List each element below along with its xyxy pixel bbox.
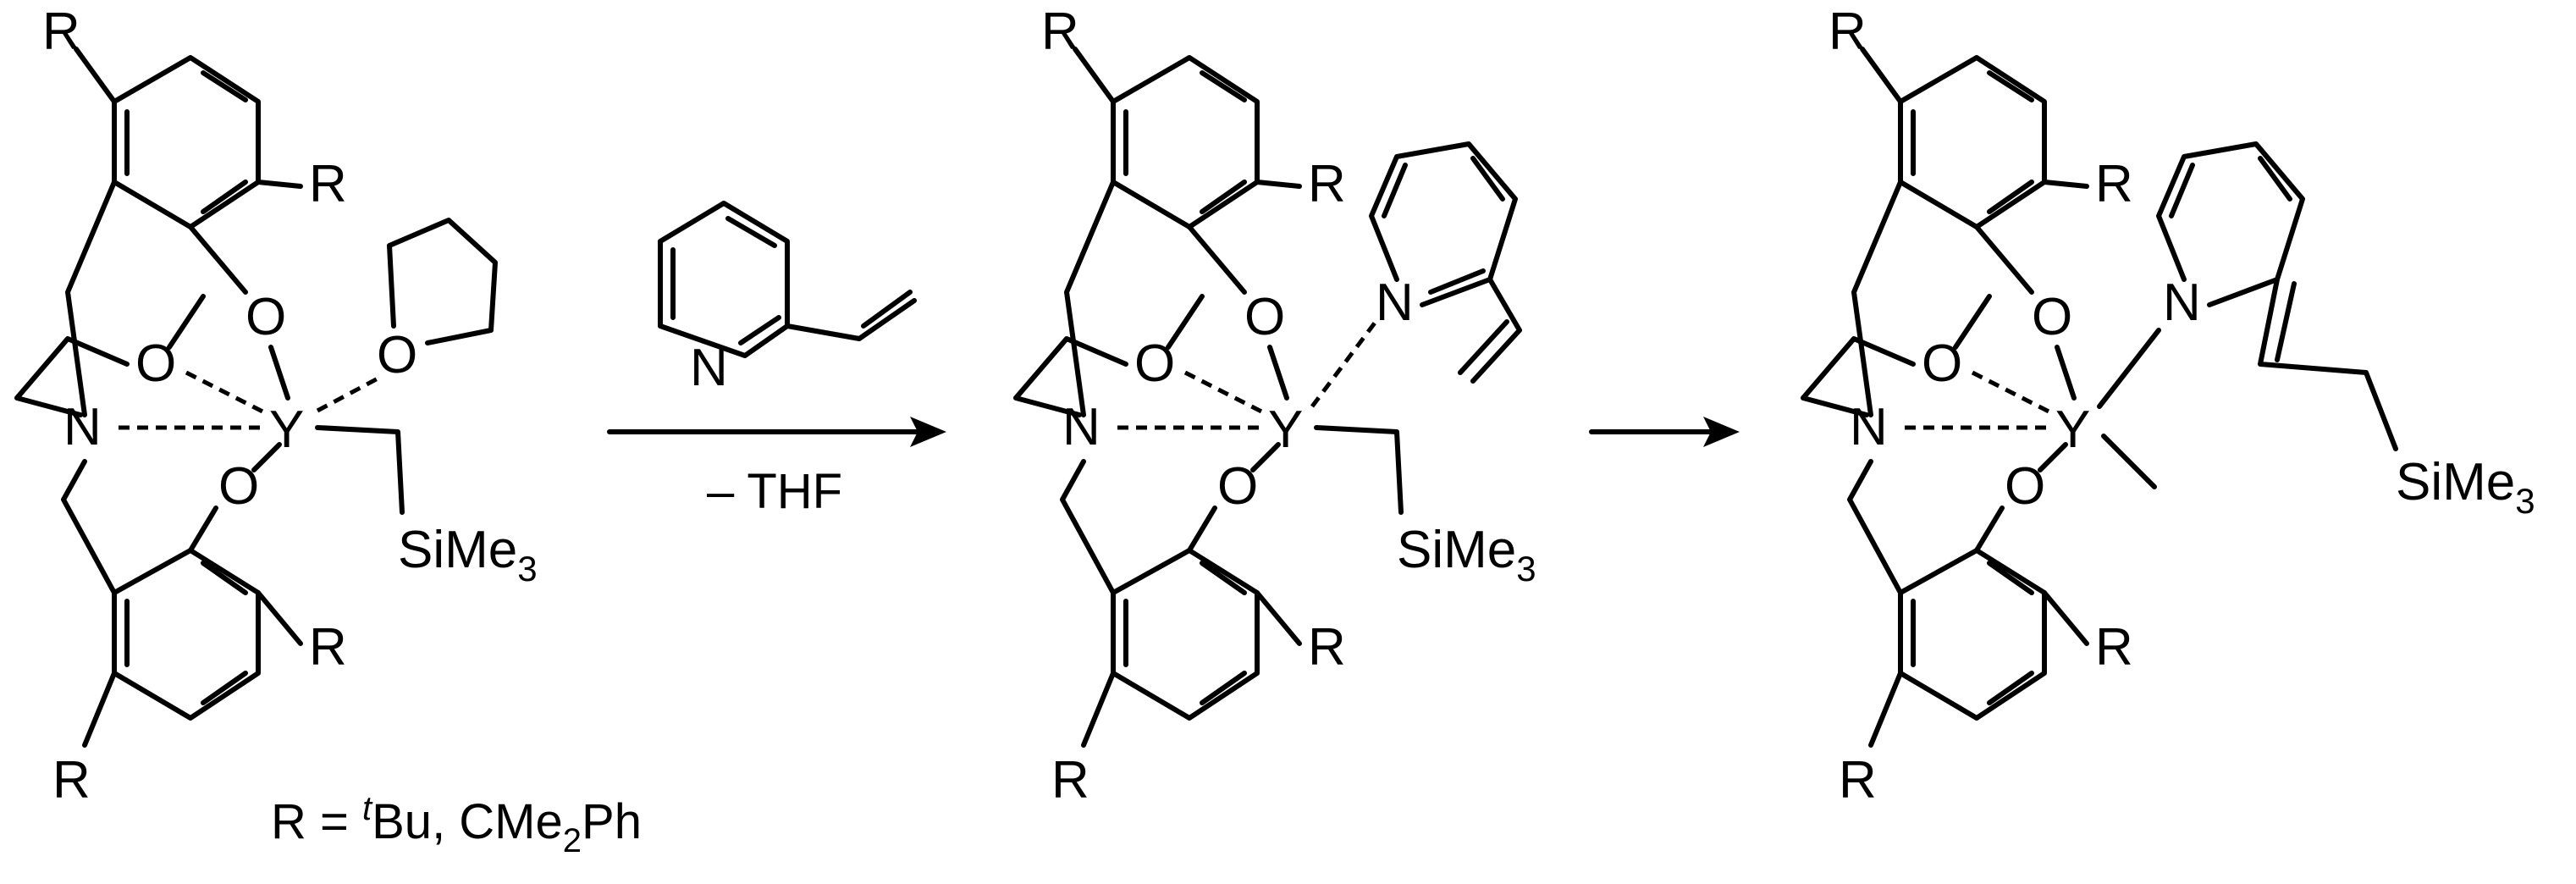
phenoxide-oxygen: O	[2005, 457, 2045, 516]
substituent-r: R	[1308, 155, 1346, 213]
amine-nitrogen: N	[1062, 398, 1100, 456]
substituent-definition: R = tBu, CMe2Ph	[271, 790, 642, 859]
substituent-r: R	[309, 155, 347, 213]
substituent-r: R	[42, 3, 80, 61]
substituent-r: R	[1308, 618, 1346, 677]
phenoxide-oxygen: O	[245, 288, 286, 346]
silyl-group: SiMe3	[2396, 453, 2535, 521]
phenoxide-oxygen: O	[2032, 288, 2072, 346]
substituent-r: R	[1041, 3, 1079, 61]
substituent-r: R	[1839, 751, 1877, 809]
dearomatized-product: R R R R N O O O Y N SiMe3	[1801, 3, 2535, 809]
reagent-nitrogen: N	[690, 339, 728, 397]
substituent-r: R	[1051, 751, 1089, 809]
lower-aryl-ring	[112, 548, 261, 721]
thf-oxygen: O	[377, 326, 417, 384]
silyl-group: SiMe3	[398, 521, 538, 588]
pyridine-adduct: R R R R N O O O Y N SiMe3	[1013, 3, 1536, 809]
phenoxide-oxygen: O	[1244, 288, 1285, 346]
arrow-head-2	[1703, 417, 1740, 447]
pyridine-ring	[658, 201, 790, 358]
pyridine-nitrogen: N	[1376, 273, 1414, 332]
yttrium-center: Y	[269, 401, 304, 459]
amine-nitrogen: N	[1850, 398, 1888, 456]
substituent-r: R	[1829, 3, 1867, 61]
amine-nitrogen: N	[63, 398, 102, 456]
condition-label: – THF	[707, 464, 842, 519]
substituent-r: R	[52, 751, 91, 809]
arrow-head-1	[910, 417, 946, 447]
amido-nitrogen: N	[2163, 273, 2201, 332]
substituent-r: R	[2095, 618, 2133, 677]
starting-complex: R R R R N O O O Y O SiMe3	[14, 3, 538, 809]
substituent-r: R	[309, 618, 347, 677]
phenoxide-oxygen: O	[1217, 457, 1258, 516]
yttrium-center: Y	[1268, 401, 1303, 459]
silyl-group: SiMe3	[1397, 521, 1536, 588]
upper-aryl-ring	[112, 55, 261, 229]
reagent-vinylpyridine: N	[658, 201, 917, 397]
substituent-r: R	[2095, 155, 2133, 213]
thf-ring	[387, 218, 498, 345]
yttrium-center: Y	[2055, 401, 2090, 459]
phenoxide-oxygen: O	[218, 457, 259, 516]
